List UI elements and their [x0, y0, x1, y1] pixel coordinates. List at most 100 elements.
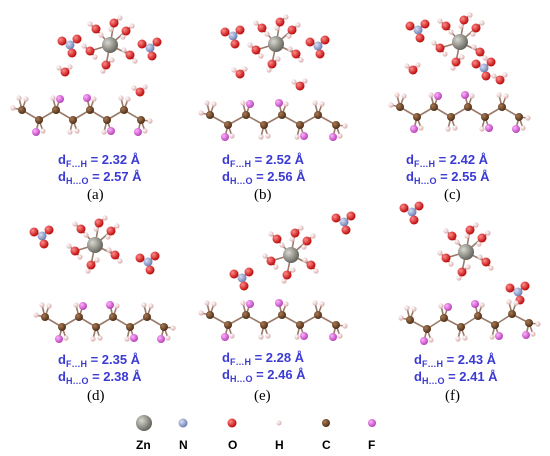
o-atom [465, 225, 475, 235]
oxygen-atom [420, 19, 430, 29]
carbon-atom [242, 111, 250, 119]
h-atom [431, 40, 437, 46]
carbon-atom [103, 116, 111, 124]
f-atom [134, 128, 142, 136]
panel-a-water [56, 64, 73, 77]
carbon-atom [296, 321, 304, 329]
h-atom [262, 253, 268, 259]
h-atom [496, 92, 502, 98]
o-atom [451, 57, 461, 67]
panel-a: dF…H = 2.32 Å dH…O = 2.57 Å (a) [58, 152, 142, 203]
h-atom [105, 234, 111, 240]
oxygen-atom [230, 39, 240, 49]
o-atom [435, 43, 445, 53]
oxygen-atom [220, 27, 230, 37]
carbon-atom [278, 311, 286, 319]
h-atom [204, 100, 210, 106]
h-atom [46, 303, 52, 309]
o-atom [275, 17, 285, 27]
f-atom [495, 332, 503, 340]
h-atom [198, 110, 204, 116]
legend-n-label: N [179, 438, 188, 452]
h-atom [476, 241, 482, 247]
oxygen-atom [415, 33, 425, 43]
oxygen-atom [72, 34, 82, 44]
carbon-atom [224, 121, 232, 129]
oxygen-atom [39, 239, 49, 249]
f-atom [461, 91, 469, 99]
h-atom [471, 44, 477, 50]
carbon-atom [260, 321, 268, 329]
legend-zn-label: Zn [136, 438, 151, 452]
oxygen-atom [399, 203, 409, 213]
legend-h-label: H [275, 438, 284, 452]
h-atom [142, 84, 148, 90]
nitrogen-atom [339, 217, 349, 227]
h-atom [477, 254, 483, 260]
h-atom [142, 128, 148, 134]
panel-b-label: (b) [254, 187, 272, 203]
o-atom [106, 226, 116, 236]
oxygen-atom [235, 25, 245, 35]
h-atom [240, 300, 246, 306]
panel-a-fluoroalkyl-chain [10, 94, 153, 136]
h-atom [525, 115, 531, 121]
h-atom [114, 303, 120, 309]
carbon-atom [126, 323, 134, 331]
h-atom [114, 223, 120, 229]
o-atom [471, 23, 481, 33]
h-atom [302, 257, 308, 263]
carbon-atom [423, 325, 431, 333]
h-atom [294, 134, 300, 140]
h-atom [148, 303, 154, 309]
f-atom [106, 301, 114, 309]
h-atom [94, 257, 100, 263]
carbon-atom [206, 111, 214, 119]
f-atom [56, 95, 64, 103]
h-atom [401, 93, 407, 99]
carbon-atom [18, 106, 26, 114]
f-atom [55, 335, 63, 343]
carbon-atom [206, 311, 214, 319]
h-atom [91, 96, 97, 102]
o-atom [459, 15, 469, 25]
h-atom [63, 335, 69, 341]
f-atom [512, 125, 520, 133]
h-atom [482, 55, 488, 61]
h-atom [97, 335, 103, 341]
oxygen-atom [305, 37, 315, 47]
oxygen-atom [315, 49, 325, 59]
h-atom [479, 302, 485, 308]
oxygen-atom [152, 37, 162, 47]
oxygen-atom [67, 48, 77, 58]
h-atom [268, 231, 274, 237]
h-atom [294, 334, 300, 340]
panel-b-zn-complex [220, 14, 330, 73]
h-atom [170, 325, 176, 331]
h-atom [198, 310, 204, 316]
h-atom [287, 46, 293, 52]
o-atom [257, 23, 267, 33]
h-atom [485, 230, 491, 236]
panel-a-zn-complex [57, 15, 162, 74]
legend-n-swatch [178, 418, 188, 428]
h-atom [473, 222, 479, 228]
h-atom [404, 305, 410, 311]
carbon-atom [413, 113, 421, 121]
h-atom [491, 73, 497, 79]
h-atom [415, 62, 421, 68]
o-atom [441, 21, 451, 31]
h-atom [312, 300, 318, 306]
o-atom [266, 256, 276, 266]
h-atom [85, 268, 91, 274]
h-atom [465, 264, 471, 270]
o-atom [267, 59, 277, 69]
carbon-atom [481, 113, 489, 121]
oxygen-atom [408, 65, 418, 75]
panel-f-fluoroalkyl-chain [398, 299, 541, 345]
f-atom [130, 334, 138, 342]
o-atom [91, 24, 101, 34]
f-atom [221, 133, 229, 141]
h-atom [489, 334, 495, 340]
o-atom [125, 50, 135, 60]
